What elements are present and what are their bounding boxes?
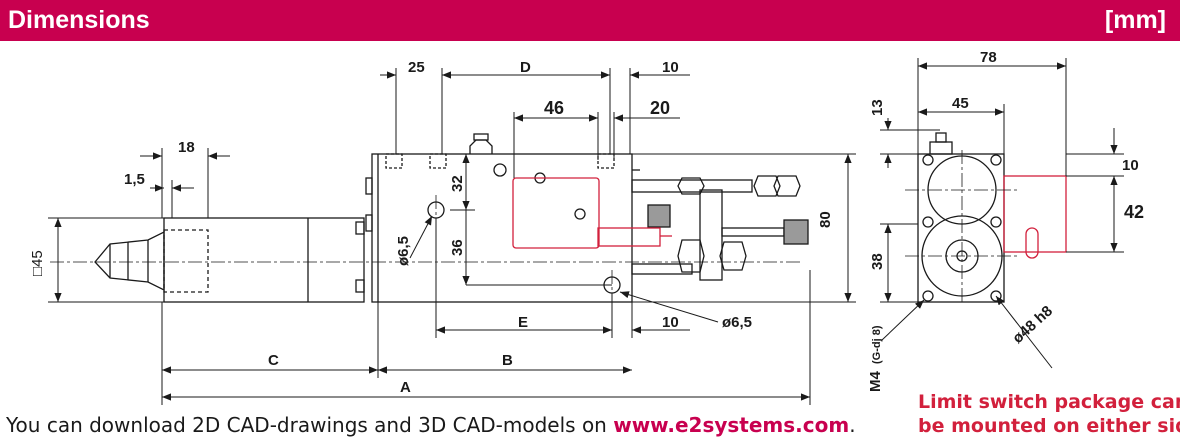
dim-sq45: □45 bbox=[29, 250, 46, 276]
dim-D: D bbox=[520, 59, 531, 76]
dim-18: 18 bbox=[178, 139, 195, 156]
collet-chuck bbox=[94, 230, 165, 292]
dim-B: B bbox=[502, 352, 513, 369]
dim-32: 32 bbox=[449, 175, 466, 192]
dim-C: C bbox=[268, 352, 279, 369]
switch-block bbox=[699, 189, 723, 281]
front-view bbox=[94, 133, 809, 303]
dim-10-side: 10 bbox=[1122, 157, 1139, 174]
dim-78: 78 bbox=[980, 49, 997, 66]
dim-20: 20 bbox=[650, 98, 670, 118]
dim-m4-sub: (G-dj 8) bbox=[871, 325, 883, 364]
dim-10-bottom: 10 bbox=[662, 314, 679, 331]
dim-1-5: 1,5 bbox=[124, 171, 145, 188]
dim-46: 46 bbox=[544, 98, 564, 118]
header-bar: Dimensions [mm] bbox=[0, 0, 1180, 41]
dim-E: E bbox=[518, 314, 528, 331]
dim-A: A bbox=[400, 379, 411, 396]
unit-label: [mm] bbox=[1104, 6, 1166, 34]
dim-42: 42 bbox=[1124, 202, 1144, 222]
dim-phi6-5-right: ø6,5 bbox=[722, 314, 752, 331]
dim-m4: M4 bbox=[867, 371, 884, 392]
dim-13: 13 bbox=[869, 99, 886, 116]
limit-switch-outline bbox=[512, 177, 672, 249]
dim-45-side: 45 bbox=[952, 95, 969, 112]
download-text: You can download 2D CAD-drawings and 3D … bbox=[6, 413, 614, 437]
dim-38: 38 bbox=[869, 253, 886, 270]
section-title: Dimensions bbox=[8, 6, 150, 34]
limit-switch-note: Limit switch package can be mounted on e… bbox=[918, 390, 1180, 438]
dim-phi48h8: ø48 h8 bbox=[1009, 303, 1056, 347]
dim-25: 25 bbox=[408, 59, 425, 76]
note-line-2: be mounted on either side. bbox=[918, 415, 1180, 437]
website-link[interactable]: www.e2systems.com bbox=[613, 413, 850, 437]
dim-10-top: 10 bbox=[662, 59, 679, 76]
dim-36: 36 bbox=[449, 239, 466, 256]
side-view bbox=[917, 132, 1005, 303]
dim-phi6-5-left: ø6,5 bbox=[395, 236, 412, 266]
dimension-drawing: 25 D 10 46 20 18 1,5 80 32 36 ø6,5 □45 E… bbox=[29, 49, 1144, 405]
dim-80: 80 bbox=[817, 211, 834, 228]
note-line-1: Limit switch package can bbox=[918, 391, 1180, 413]
download-note: You can download 2D CAD-drawings and 3D … bbox=[6, 413, 856, 437]
